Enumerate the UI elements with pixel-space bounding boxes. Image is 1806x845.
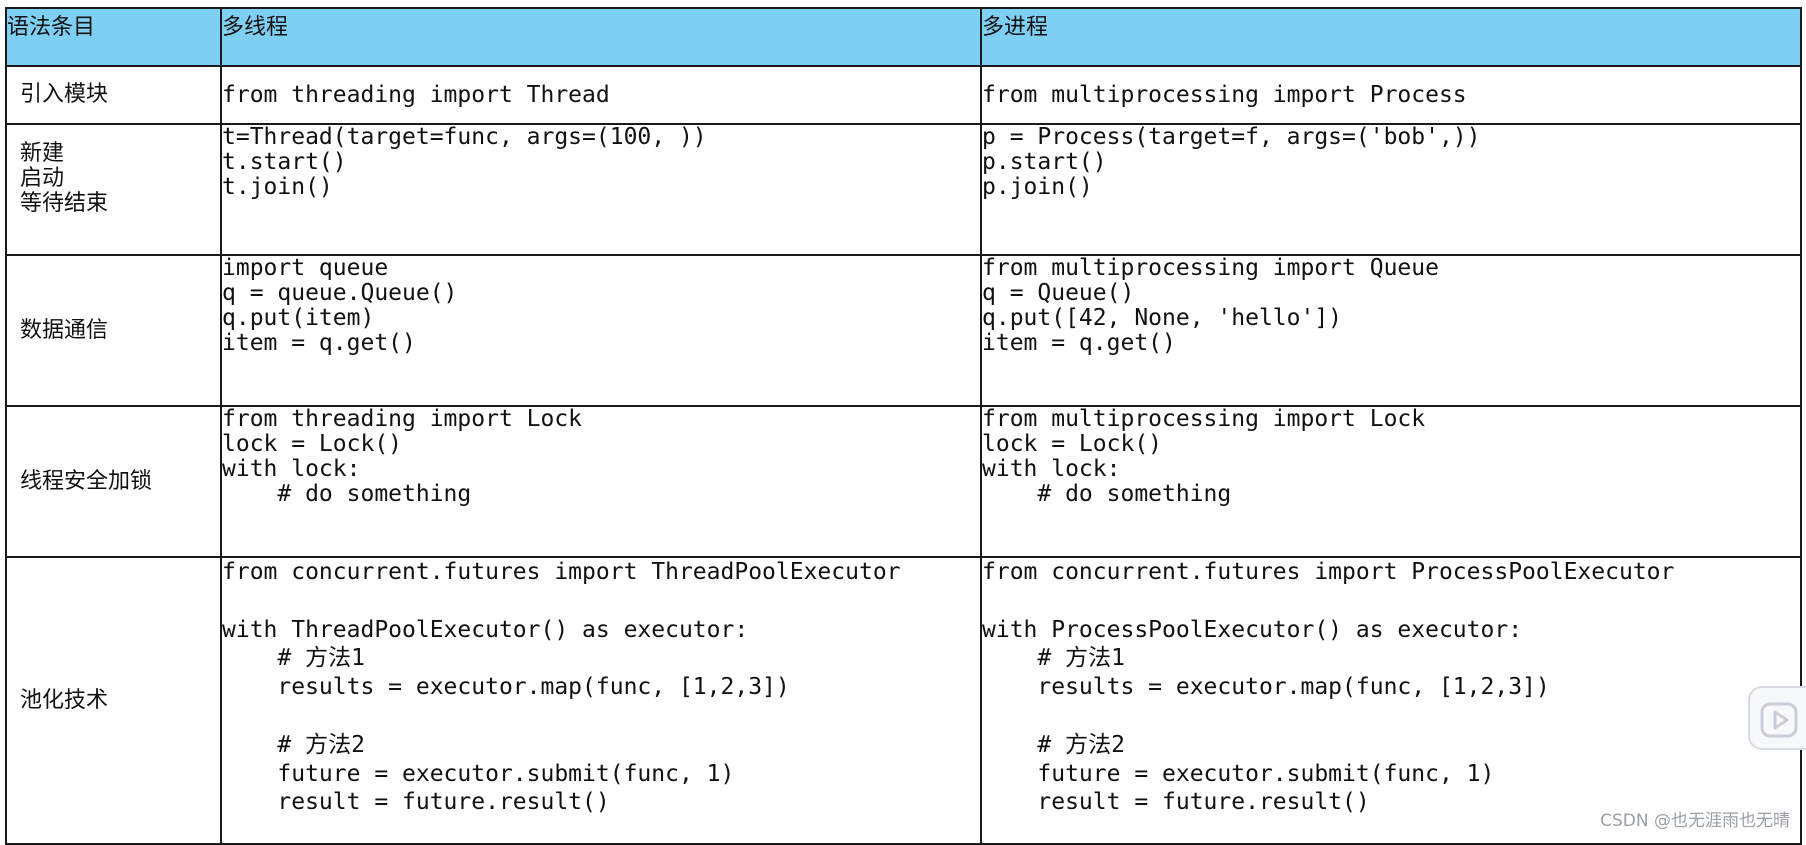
process-code-cell: p = Process(target=f, args=('bob',)) p.s… [980, 123, 1802, 256]
process-code-cell: from multiprocessing import Process [980, 65, 1802, 125]
thread-code: from threading import Thread [222, 81, 610, 108]
thread-code: from threading import Lock lock = Lock()… [222, 406, 583, 507]
play-icon[interactable] [1760, 702, 1798, 738]
thread-code-cell: from threading import Thread [220, 65, 982, 125]
watermark-text: CSDN @也无涯雨也无晴 [1600, 811, 1790, 831]
row-label-text: 新建 启动 等待结束 [20, 141, 109, 216]
thread-code: from concurrent.futures import ThreadPoo… [222, 559, 901, 816]
header-row: 语法条目 多线程 多进程 [5, 7, 1802, 67]
thread-code-cell: from threading import Lock lock = Lock()… [220, 405, 982, 558]
thread-code: import queue q = queue.Queue() q.put(ite… [222, 255, 458, 356]
process-code-cell: from multiprocessing import Queue q = Qu… [980, 254, 1802, 407]
table-row-pooling: 池化技术 from concurrent.futures import Thre… [5, 556, 1802, 845]
thread-code: t=Thread(target=func, args=(100, )) t.st… [222, 124, 707, 200]
row-label: 线程安全加锁 [5, 405, 222, 558]
row-label: 新建 启动 等待结束 [5, 123, 222, 256]
floating-play-widget[interactable] [1748, 686, 1806, 750]
table-row-thread-safe-lock: 线程安全加锁 from threading import Lock lock =… [5, 405, 1802, 558]
row-label: 数据通信 [5, 254, 222, 407]
process-code: from concurrent.futures import ProcessPo… [982, 559, 1675, 816]
thread-code-cell: import queue q = queue.Queue() q.put(ite… [220, 254, 982, 407]
process-code: from multiprocessing import Queue q = Qu… [982, 255, 1439, 356]
row-label: 引入模块 [5, 65, 222, 125]
table-row-import-module: 引入模块 from threading import Thread from m… [5, 65, 1802, 125]
row-label: 池化技术 [5, 556, 222, 845]
row-label-text: 引入模块 [20, 82, 109, 107]
row-label-text: 数据通信 [20, 317, 109, 343]
row-label-text: 池化技术 [20, 687, 109, 713]
thread-code-cell: from concurrent.futures import ThreadPoo… [220, 556, 982, 845]
comparison-table: 语法条目 多线程 多进程 引入模块 from threading import … [5, 7, 1802, 845]
header-syntax-item: 语法条目 [5, 7, 222, 67]
process-code-cell: from multiprocessing import Lock lock = … [980, 405, 1802, 558]
thread-code-cell: t=Thread(target=func, args=(100, )) t.st… [220, 123, 982, 256]
table-header: 语法条目 多线程 多进程 [5, 7, 1802, 67]
process-code: from multiprocessing import Process [982, 81, 1467, 108]
process-code: from multiprocessing import Lock lock = … [982, 406, 1426, 507]
table-row-data-communication: 数据通信 import queue q = queue.Queue() q.pu… [5, 254, 1802, 407]
table-row-create-start-join: 新建 启动 等待结束 t=Thread(target=func, args=(1… [5, 123, 1802, 256]
table-body: 引入模块 from threading import Thread from m… [5, 65, 1802, 845]
header-multithreading: 多线程 [220, 7, 982, 67]
process-code: p = Process(target=f, args=('bob',)) p.s… [982, 124, 1481, 200]
row-label-text: 线程安全加锁 [20, 468, 153, 494]
process-code-cell: from concurrent.futures import ProcessPo… [980, 556, 1802, 845]
header-multiprocessing: 多进程 [980, 7, 1802, 67]
